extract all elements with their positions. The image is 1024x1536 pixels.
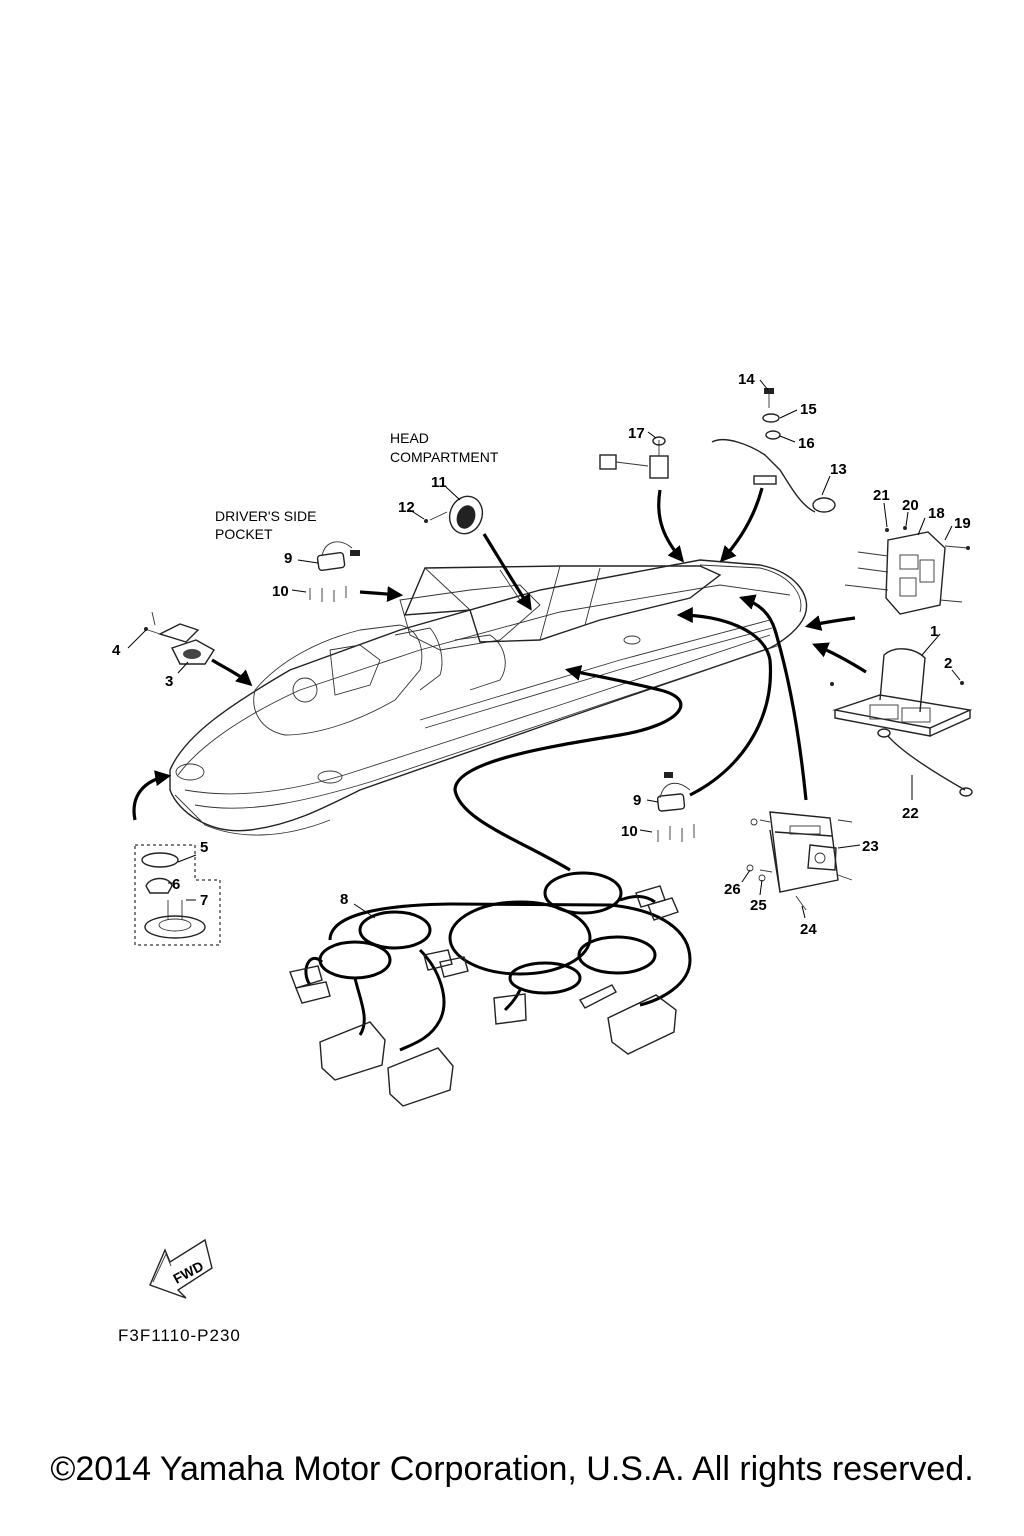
callout-20: 20 xyxy=(902,497,919,514)
callout-25: 25 xyxy=(750,897,767,914)
callout-22: 22 xyxy=(902,805,919,822)
drivers-side-label-1: DRIVER'S SIDE xyxy=(215,508,316,524)
callout-23: 23 xyxy=(862,838,879,855)
ecu-part-23 xyxy=(746,811,853,911)
fwd-label: FWD xyxy=(170,1258,206,1287)
callout-18: 18 xyxy=(928,505,945,522)
callout-9-lower: 9 xyxy=(633,792,641,809)
light-part-9-lower xyxy=(656,772,695,842)
boat-hull xyxy=(169,559,808,836)
speaker-part-11 xyxy=(424,495,484,535)
light-part-9-upper xyxy=(309,541,360,602)
callout-7: 7 xyxy=(200,892,208,909)
vent-part-3-4 xyxy=(144,611,215,665)
callout-11: 11 xyxy=(431,474,447,491)
callout-leaders xyxy=(127,379,961,919)
callout-9-upper: 9 xyxy=(284,550,292,567)
callout-6: 6 xyxy=(172,876,180,893)
callout-4: 4 xyxy=(112,642,121,659)
fuse-box-part-18 xyxy=(844,526,970,615)
callout-10-upper: 10 xyxy=(272,583,289,600)
callout-2: 2 xyxy=(944,655,952,672)
callout-1: 1 xyxy=(930,623,938,640)
callout-5: 5 xyxy=(200,839,208,856)
battery-tray-part-1 xyxy=(830,648,973,737)
wire-harness-part-8 xyxy=(289,665,692,1107)
callout-12: 12 xyxy=(398,499,415,516)
callout-21: 21 xyxy=(873,487,890,504)
page-code: F3F1110-P230 xyxy=(118,1326,241,1345)
parts-5-7-group xyxy=(134,844,221,946)
cable-part-13-16 xyxy=(711,388,836,513)
callout-17: 17 xyxy=(628,425,645,442)
sensor-part-17 xyxy=(599,436,669,479)
callout-15: 15 xyxy=(800,401,817,418)
callout-26: 26 xyxy=(724,881,741,898)
head-compartment-label-1: HEAD xyxy=(390,430,429,446)
callout-8: 8 xyxy=(340,891,348,908)
fwd-arrow-icon: FWD xyxy=(149,1238,213,1299)
callout-13: 13 xyxy=(830,461,847,478)
drivers-side-label-2: POCKET xyxy=(215,526,273,542)
callout-14: 14 xyxy=(738,371,755,388)
callout-numbers: 1 2 3 4 5 6 7 8 9 10 11 12 13 14 15 16 1… xyxy=(112,371,971,938)
callout-3: 3 xyxy=(165,673,173,690)
callout-16: 16 xyxy=(798,435,815,452)
cable-part-22 xyxy=(877,728,973,797)
callout-24: 24 xyxy=(800,921,817,938)
callout-10-lower: 10 xyxy=(621,823,638,840)
head-compartment-label-2: COMPARTMENT xyxy=(390,449,499,465)
copyright-notice: ©2014 Yamaha Motor Corporation, U.S.A. A… xyxy=(50,1450,974,1488)
callout-19: 19 xyxy=(954,515,971,532)
